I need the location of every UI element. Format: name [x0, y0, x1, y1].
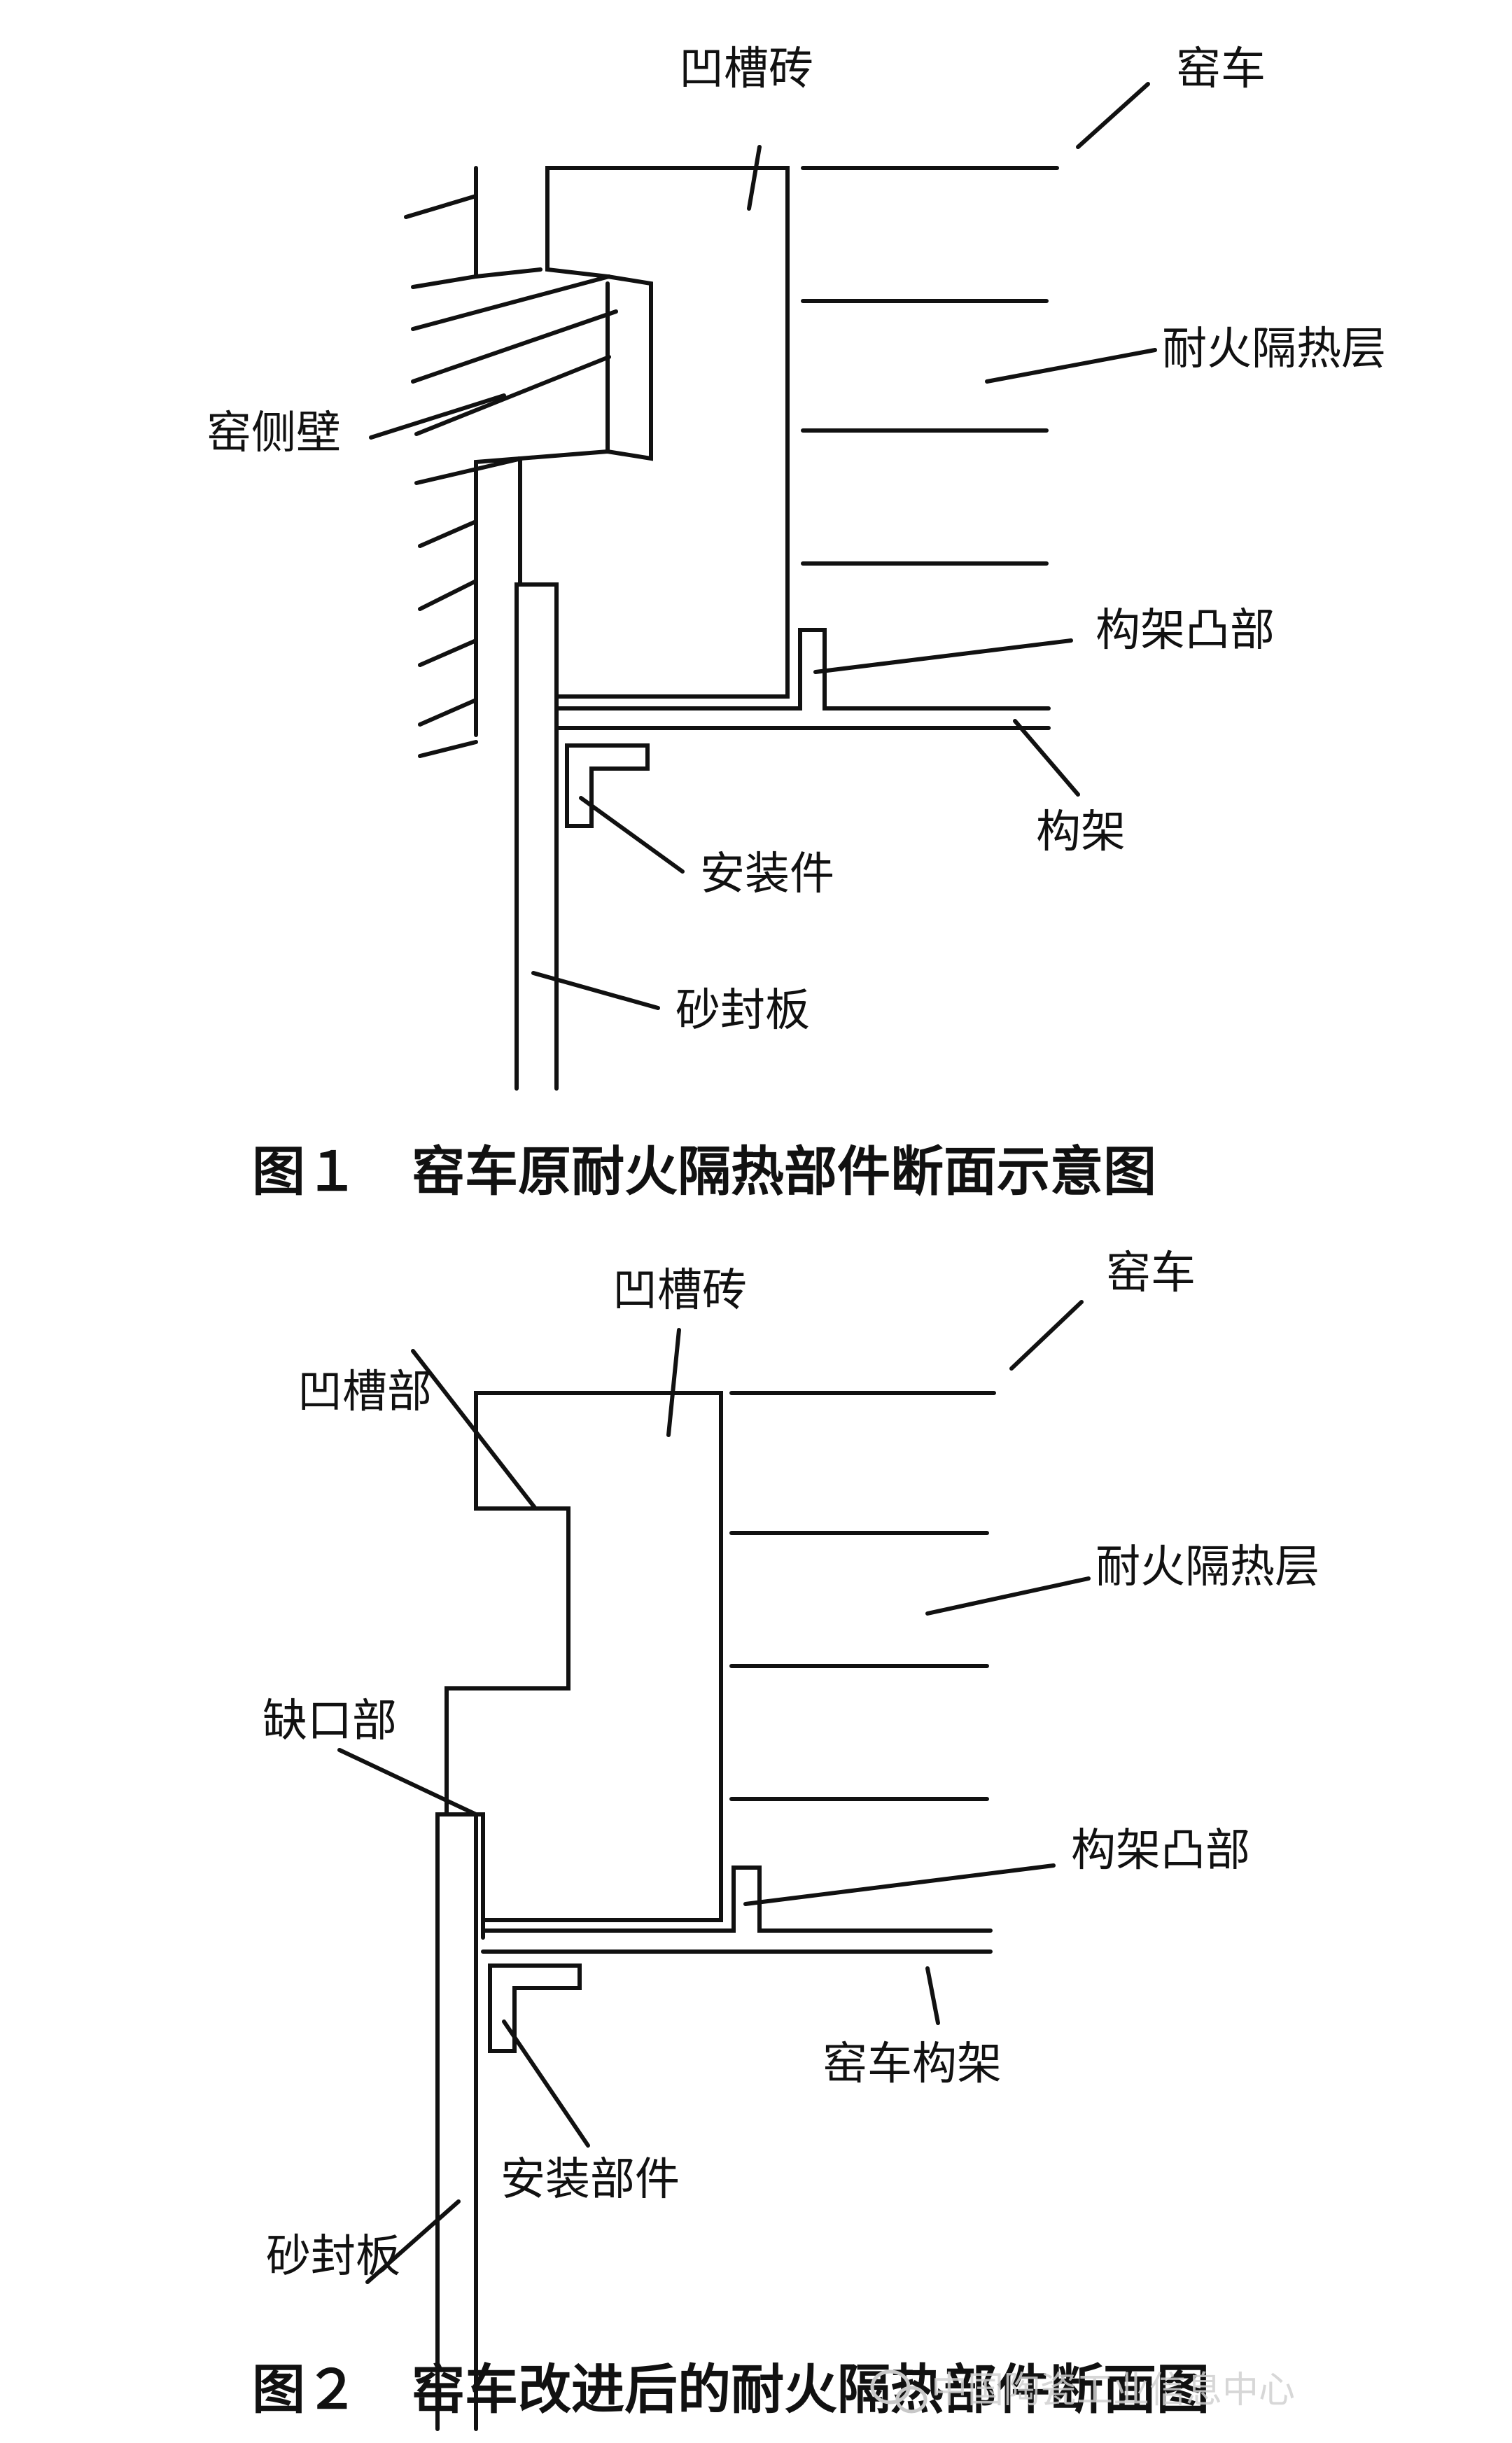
label-notch-part-2: 缺口部	[262, 1695, 397, 1747]
label-frame-protrusion-1: 构架凸部	[1096, 605, 1275, 657]
label-insulation-layer-1: 耐火隔热层	[1162, 323, 1386, 375]
watermark-text: 中国陶瓷工业信息中心	[931, 2370, 1295, 2412]
figure-2: 凹槽砖 窑车 凹槽部 耐火隔热层 缺口部 构架凸部 窑车构架 安装部件 砂封板 …	[252, 1247, 1320, 2431]
sand-seal-plate	[435, 1812, 485, 2431]
groove-brick	[518, 166, 790, 699]
mounting-part	[565, 743, 650, 828]
label-frame-1: 构架	[1036, 806, 1126, 858]
figure-2-leaders	[337, 1300, 1091, 2284]
figure-2-labels: 凹槽砖 窑车 凹槽部 耐火隔热层 缺口部 构架凸部 窑车构架 安装部件 砂封板	[262, 1247, 1320, 2283]
figure-2-caption: 图２ 窑车改进后的耐火隔热部件断面图	[252, 2358, 1210, 2421]
figure-1-leaders	[369, 82, 1157, 1010]
insulation-layer-lines	[729, 1391, 996, 1801]
mounting-component	[488, 1963, 582, 2053]
label-kiln-car-1: 窑车	[1176, 43, 1266, 95]
insulation-layer-lines	[801, 166, 1059, 566]
figure-1-drawing	[404, 166, 1059, 1091]
label-groove-brick-2: 凹槽砖	[612, 1265, 747, 1317]
frame	[554, 628, 1051, 730]
label-mounting-part-1: 安装件	[700, 848, 834, 900]
label-insulation-layer-2: 耐火隔热层	[1096, 1541, 1320, 1593]
kiln-car-frame	[481, 1865, 993, 1954]
figure-1-labels: 凹槽砖 窑车 耐火隔热层 窑侧壁 构架凸部 构架 安装件 砂封板	[206, 43, 1386, 1037]
figure-1-caption: 图１ 窑车原耐火隔热部件断面示意图	[252, 1140, 1156, 1203]
figure-2-drawing	[435, 1391, 996, 2431]
label-sand-seal-plate-2: 砂封板	[266, 2231, 400, 2283]
label-kiln-car-frame-2: 窑车构架	[822, 2038, 1002, 2090]
label-groove-part-2: 凹槽部	[298, 1366, 432, 1418]
wechat-icon	[870, 2370, 927, 2414]
sand-seal-plate	[514, 582, 559, 1091]
label-frame-protrusion-2: 构架凸部	[1071, 1825, 1250, 1877]
groove-brick	[444, 1391, 723, 1922]
label-kiln-car-2: 窑车	[1106, 1247, 1196, 1299]
label-groove-brick-1: 凹槽砖	[679, 43, 813, 95]
label-sand-seal-plate-1: 砂封板	[676, 985, 810, 1037]
watermark: 中国陶瓷工业信息中心	[870, 2370, 1295, 2414]
label-kiln-side-wall-1: 窑侧壁	[206, 407, 341, 459]
figure-1: 凹槽砖 窑车 耐火隔热层 窑侧壁 构架凸部 构架 安装件 砂封板 图１ 窑车原耐…	[206, 43, 1386, 1203]
kiln-side-wall	[404, 166, 618, 758]
label-mounting-component-2: 安装部件	[500, 2154, 680, 2206]
